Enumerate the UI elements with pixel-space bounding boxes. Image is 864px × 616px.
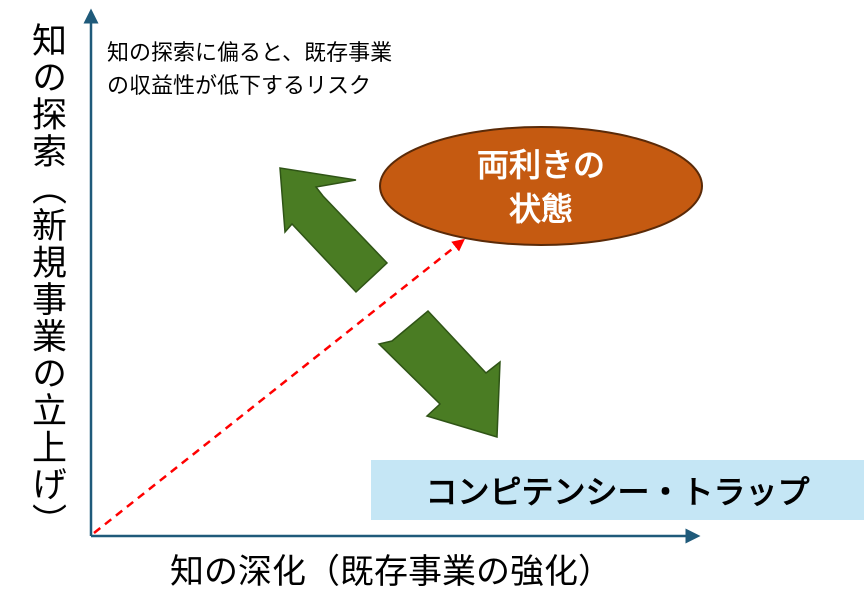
exploitation-arrow <box>377 309 501 438</box>
ambidexterity-label-line-1: 両利きの <box>476 146 605 184</box>
ambidexterity-ellipse <box>379 126 703 246</box>
competency-trap-box: コンピテンシー・トラップ <box>371 460 864 520</box>
ambidexterity-label: 両利きの 状態 <box>380 128 702 246</box>
x-axis-label: 知の深化（既存事業の強化） <box>170 552 612 592</box>
risk-note-line-2: の収益性が低下するリスク <box>107 74 372 99</box>
y-axis-label: 知の探索（新規事業の立上げ） <box>26 22 66 540</box>
exploration-arrow <box>279 167 389 294</box>
risk-note: 知の探索に偏ると、既存事業 の収益性が低下するリスク <box>107 37 527 103</box>
risk-note-line-1: 知の探索に偏ると、既存事業 <box>107 41 393 66</box>
ambidexterity-label-line-2: 状態 <box>508 190 573 228</box>
competency-trap-label: コンピテンシー・トラップ <box>425 473 810 511</box>
